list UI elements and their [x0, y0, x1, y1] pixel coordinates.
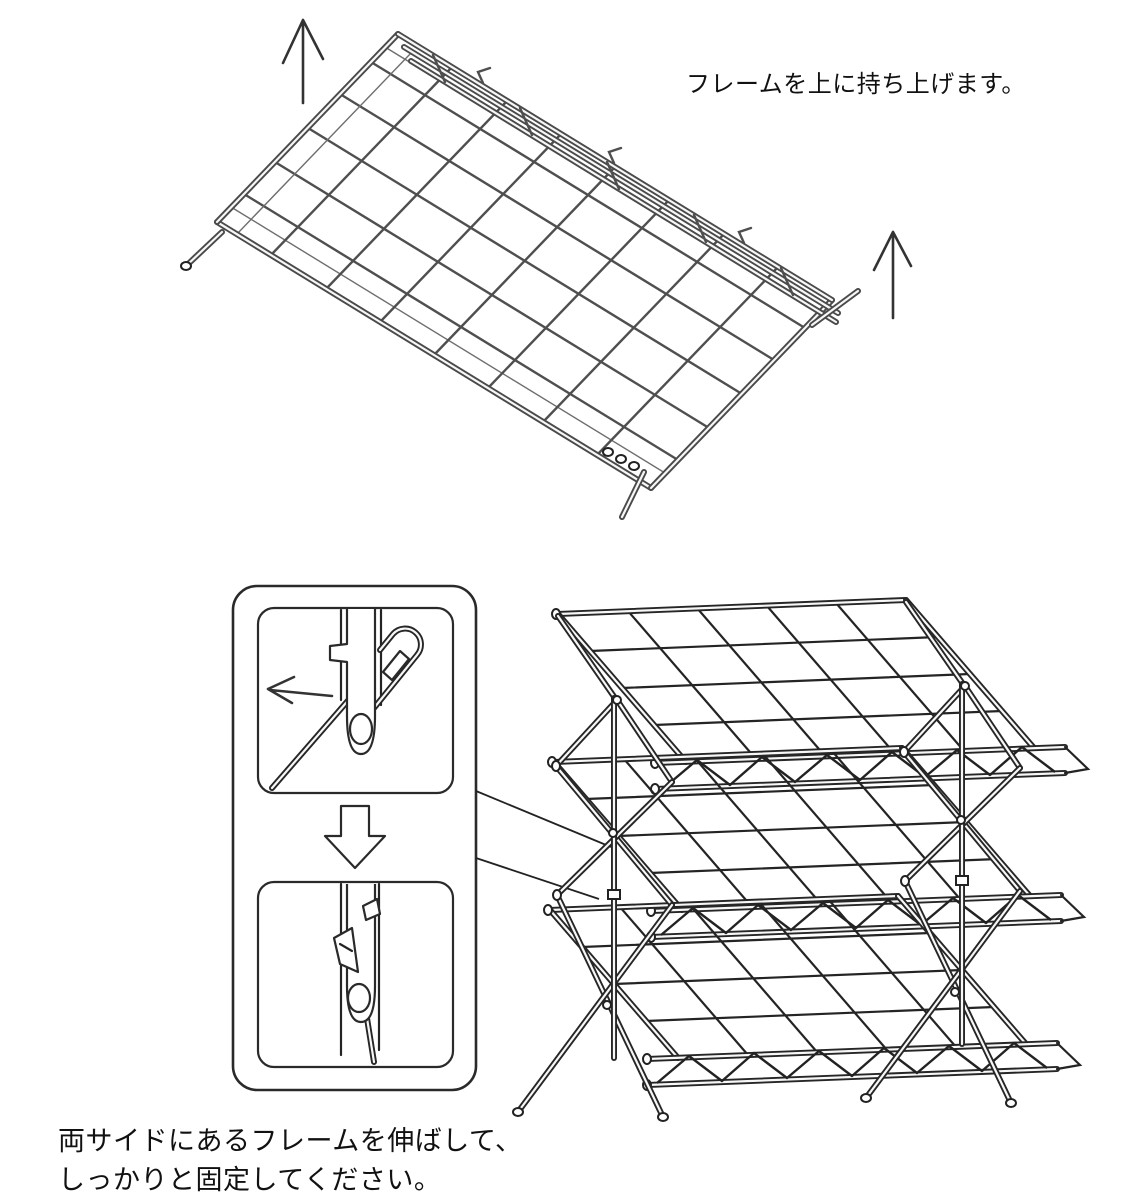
plate-hole — [348, 712, 374, 746]
inset-panel-unlocked — [256, 606, 455, 795]
step1-caption: フレームを上に持ち上げます。 — [686, 64, 1026, 99]
step2-caption-line2: しっかりと固定してください。 — [58, 1165, 442, 1197]
callout-leader-lines — [475, 790, 612, 900]
inset-panel-locked — [256, 880, 455, 1069]
rack-shelf-middle — [547, 745, 1087, 943]
hook-latch-engaged — [332, 926, 360, 974]
step2-caption-line1: 両サイドにあるフレームを伸ばして、 — [58, 1126, 523, 1157]
rack-shelf-top — [551, 597, 1091, 795]
left-arrow-icon — [266, 675, 334, 705]
rack-left-legs — [512, 613, 675, 1122]
plate-hole — [346, 982, 372, 1014]
step2-caption: 両サイドにあるフレームを伸ばして、 しっかりと固定してください。 — [58, 1122, 523, 1200]
down-arrow-icon — [323, 804, 387, 870]
up-arrow-right-icon — [872, 230, 913, 320]
up-arrow-left-icon — [281, 18, 325, 105]
step1-caption-text: フレームを上に持ち上げます。 — [686, 70, 1026, 98]
unfolded-rack-figure — [512, 597, 1091, 1122]
folded-frame-figure — [180, 31, 861, 520]
rack-right-legs — [860, 599, 1023, 1108]
lock-detail-inset — [231, 584, 478, 1092]
